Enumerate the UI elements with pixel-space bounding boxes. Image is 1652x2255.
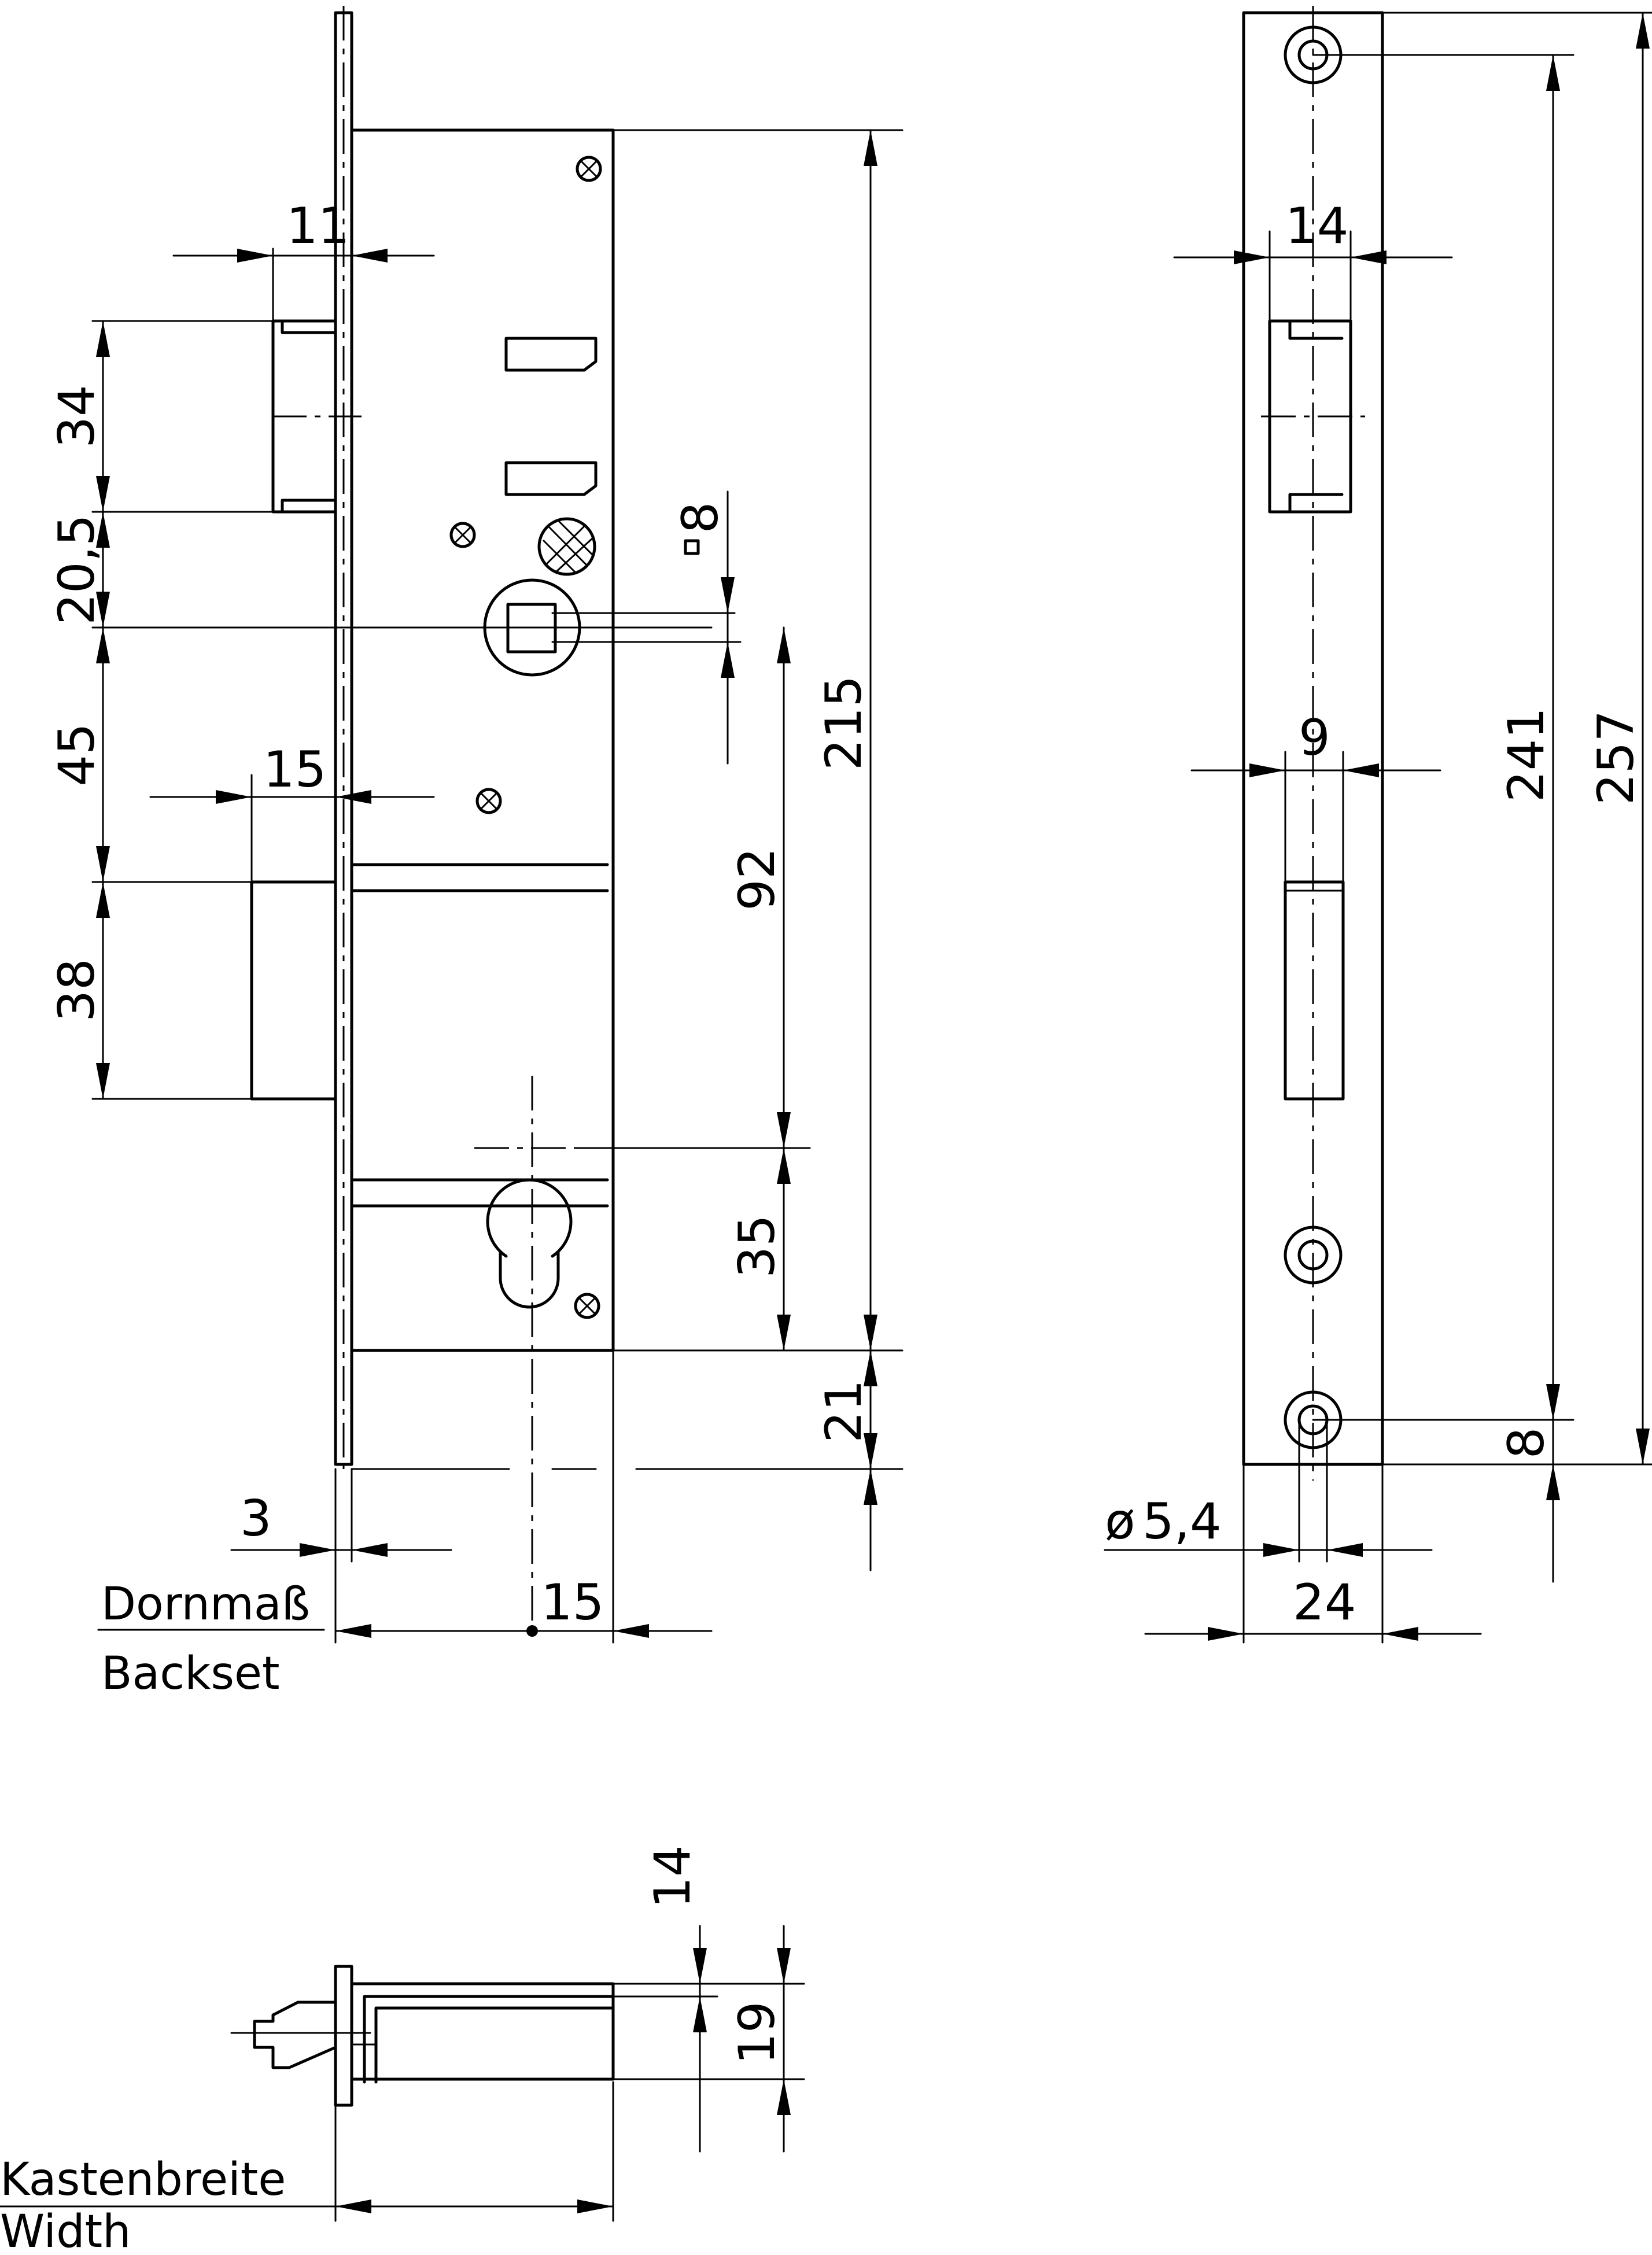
bolt-opening (1284, 880, 1345, 1101)
dim-215: 215 (815, 676, 873, 770)
dim-92: 92 (728, 847, 786, 910)
dim-257: 257 (1587, 710, 1645, 805)
dim-14-width: 14 (644, 1845, 702, 1908)
screw-icon (576, 156, 602, 182)
dim-34: 34 (48, 385, 106, 448)
strike-plate-view: 14 9 241 8 257 ø 5,4 24 (1104, 6, 1652, 1644)
dim-5-4: 5,4 (1142, 1493, 1222, 1551)
front-view: 11 34 20,5 45 38 15 8 92 35 215 21 3 (48, 6, 904, 1700)
dim-35: 35 (728, 1215, 786, 1278)
top-view: 14 19 Kastenbreite Width (0, 1845, 805, 2255)
dim-15-backset: 15 (541, 1574, 604, 1632)
top-faceplate (334, 1965, 353, 2107)
diameter-symbol: ø (1105, 1493, 1135, 1551)
slot-lower (504, 461, 598, 496)
screw-icon (475, 788, 502, 814)
dim-21: 21 (815, 1379, 873, 1442)
width-label-de: Kastenbreite (0, 2154, 286, 2206)
slot-upper (504, 337, 598, 372)
dim-45: 45 (48, 723, 106, 786)
backset-label-de: Dornmaß (101, 1578, 310, 1630)
dim-3: 3 (240, 1490, 272, 1548)
dim-15-bolt: 15 (263, 741, 326, 799)
dim-38: 38 (48, 958, 106, 1021)
screw-icon (574, 1293, 600, 1319)
screw-icon (449, 522, 476, 548)
top-case (350, 1982, 615, 2081)
dim-24: 24 (1293, 1574, 1356, 1632)
cylinder-cutout (486, 1178, 573, 1309)
dead-bolt (250, 880, 337, 1101)
dim-20-5: 20,5 (48, 514, 106, 625)
dim-241: 241 (1498, 707, 1555, 802)
backset-label-en: Backset (101, 1648, 280, 1700)
top-latch (253, 2001, 337, 2069)
lock-case (350, 128, 615, 1352)
dim-8-plate: 8 (1498, 1427, 1555, 1459)
mounting-hole (1284, 1226, 1343, 1285)
square-icon (684, 539, 700, 555)
dim-11: 11 (286, 197, 349, 255)
hatched-disc (537, 517, 596, 576)
dim-19: 19 (728, 2001, 786, 2064)
dim-8-square: 8 (672, 502, 729, 534)
dim-9: 9 (1299, 709, 1330, 767)
dim-14-plate: 14 (1285, 197, 1348, 255)
width-label-en: Width (0, 2206, 131, 2255)
